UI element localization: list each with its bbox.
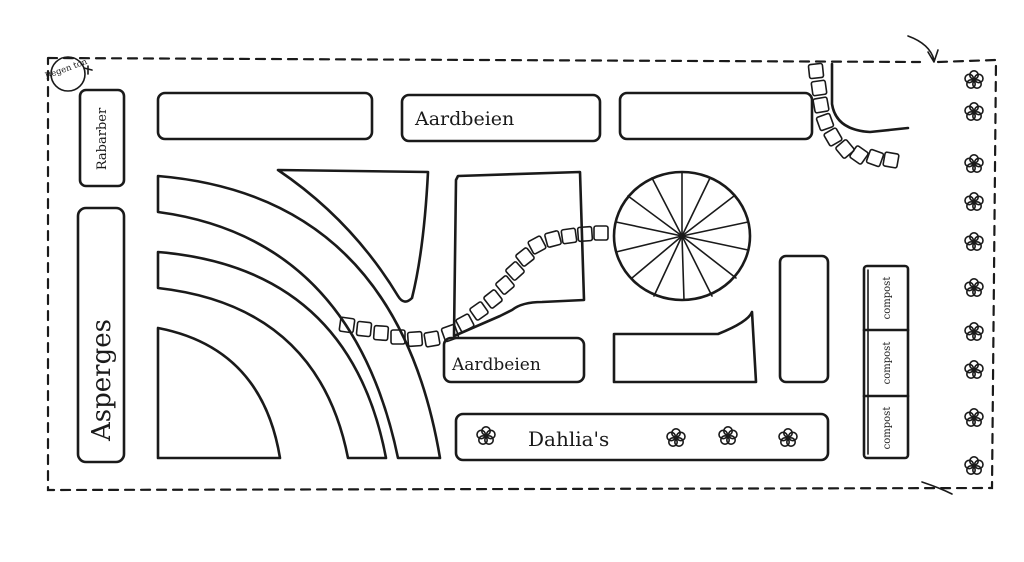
label-compost-1: compost xyxy=(882,277,893,320)
bed-aardbeien-top xyxy=(400,93,602,143)
stepping-stones-center xyxy=(338,225,609,348)
round-umbrella xyxy=(612,170,752,302)
label-aardbeien-top: Aardbeien xyxy=(414,108,514,130)
flower-icon xyxy=(964,102,984,121)
flower-icon xyxy=(964,192,984,211)
flower-icon xyxy=(666,427,686,448)
garden-boundary xyxy=(46,56,998,492)
border-flowers xyxy=(964,70,984,476)
flower-icon xyxy=(964,70,984,89)
bed-top-right xyxy=(618,91,814,141)
bed-triangle xyxy=(276,168,430,303)
flower-icon xyxy=(964,359,984,380)
flower-icon xyxy=(964,321,984,342)
rain-barrel-label: Regen ton xyxy=(44,57,89,82)
arc-bed-inner xyxy=(156,326,282,460)
flower-icon xyxy=(778,427,798,448)
label-dahlias: Dahlia's xyxy=(528,427,609,451)
flower-icon xyxy=(964,232,984,251)
flower-icon xyxy=(964,154,984,173)
flower-icon xyxy=(476,425,496,446)
flower-icon xyxy=(964,277,984,298)
arc-bed-middle xyxy=(156,250,388,460)
bed-center xyxy=(452,170,586,338)
label-compost-3: compost xyxy=(882,407,893,450)
arc-bed-outer xyxy=(156,174,442,460)
label-aardbeien-mid: Aardbeien xyxy=(451,355,541,375)
bed-dahlias xyxy=(454,412,830,462)
curved-arrow-icon xyxy=(921,481,953,495)
label-rabarber: Rabarber xyxy=(95,107,110,170)
rain-barrel-tap xyxy=(83,65,93,75)
label-compost-2: compost xyxy=(882,342,893,385)
flower-icon xyxy=(718,425,738,446)
compost-bins xyxy=(862,264,910,460)
flower-icon xyxy=(964,455,984,476)
bed-aardbeien-mid xyxy=(442,336,586,384)
bed-top-left xyxy=(156,91,374,141)
curved-arrow-icon xyxy=(907,35,939,63)
corner-lawn xyxy=(830,62,910,134)
rain-barrel xyxy=(50,56,86,92)
bed-rabarber xyxy=(78,88,126,188)
label-asperges: Asperges xyxy=(87,319,117,442)
bed-right-tall xyxy=(778,254,830,384)
stepping-stones-top-right xyxy=(807,62,900,169)
bed-right-lower xyxy=(612,310,758,384)
bed-asperges xyxy=(76,206,126,464)
flower-icon xyxy=(964,407,984,428)
dahlia-flowers xyxy=(476,425,798,448)
